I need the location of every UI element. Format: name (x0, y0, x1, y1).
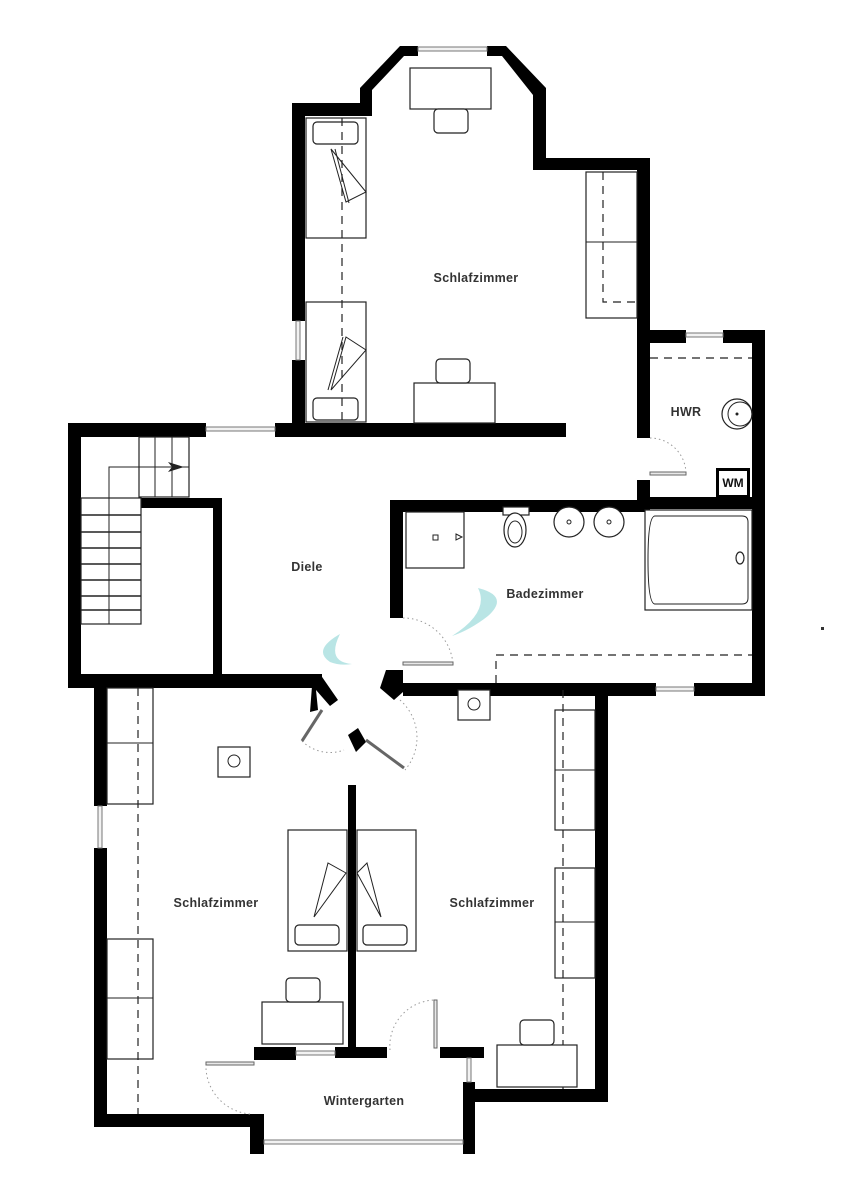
washing-machine-icon: WM (716, 468, 750, 498)
room-label-wintergarten: Wintergarten (323, 1094, 405, 1108)
room-label-schlafzimmer-top: Schlafzimmer (433, 271, 519, 285)
watermark-logo (322, 588, 497, 665)
washing-machine-label: WM (722, 476, 744, 490)
windows (97, 46, 724, 1145)
room-label-diele: Diele (291, 560, 323, 574)
staircase (80, 436, 190, 625)
bathroom-fixtures (405, 506, 753, 683)
walls (68, 46, 765, 1154)
room-label-schlafzimmer-right: Schlafzimmer (449, 896, 535, 910)
hwr-fixtures (650, 357, 753, 430)
doors (205, 437, 687, 1115)
room-label-schlafzimmer-left: Schlafzimmer (173, 896, 259, 910)
stray-mark (821, 627, 824, 630)
lower-bedrooms-furniture (106, 687, 596, 1114)
room-label-hwr: HWR (670, 405, 702, 419)
room-label-badezimmer: Badezimmer (506, 587, 584, 601)
top-bedroom-furniture (305, 67, 638, 424)
